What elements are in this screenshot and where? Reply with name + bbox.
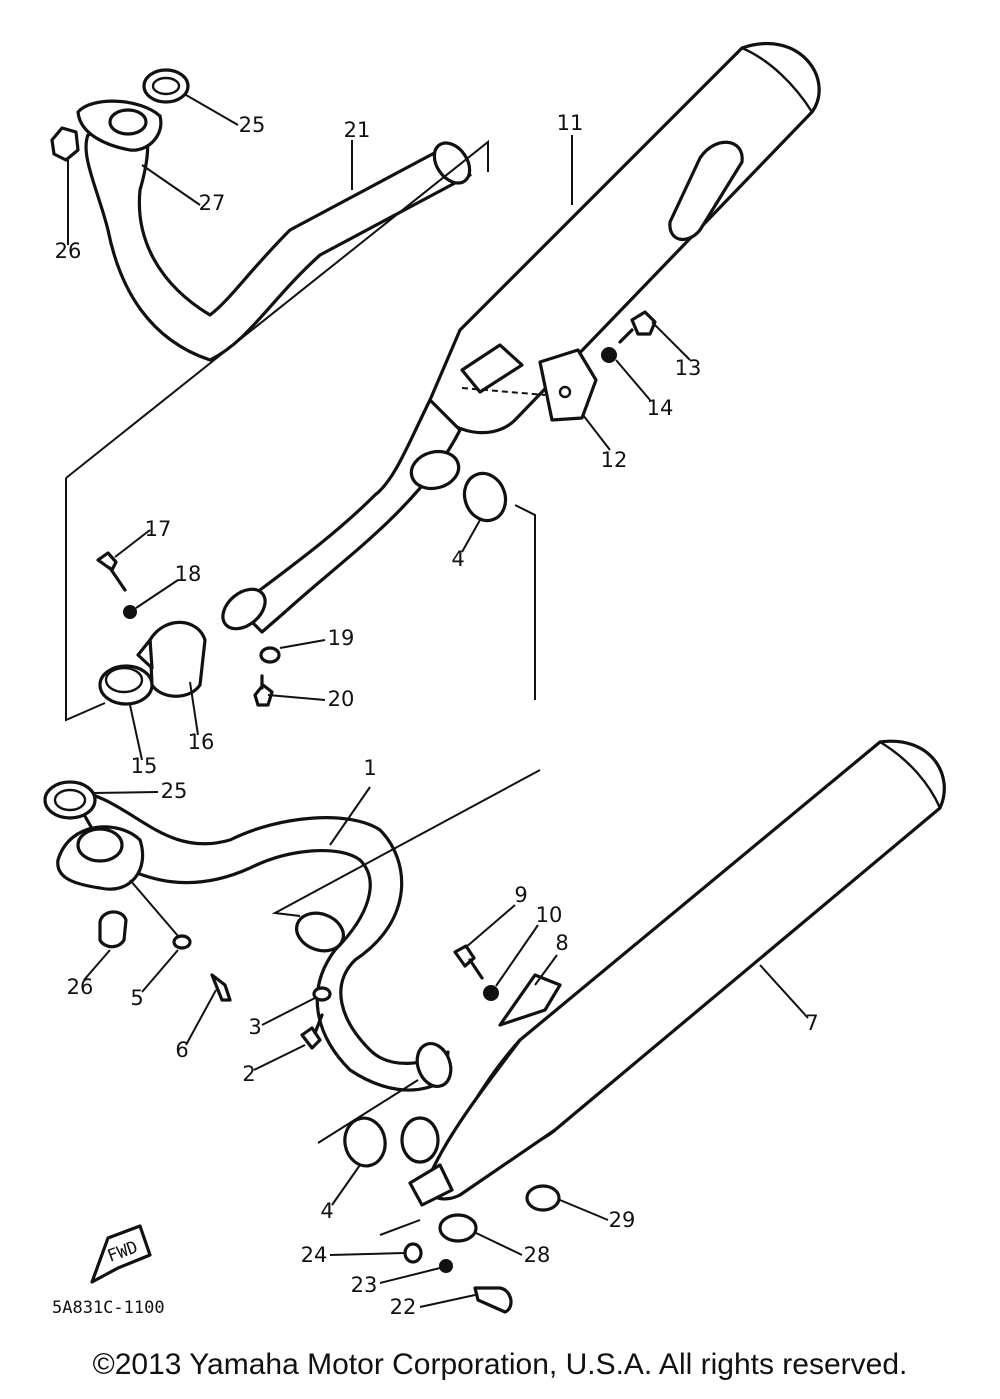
callout-c16: 16 bbox=[188, 730, 215, 754]
callout-c14: 14 bbox=[647, 396, 674, 420]
washer-3 bbox=[312, 986, 332, 1002]
callout-c25b: 25 bbox=[161, 779, 188, 803]
lower-muffler-assembly bbox=[43, 739, 946, 1314]
bolt-17 bbox=[96, 551, 127, 592]
muffler-11-pipe bbox=[238, 398, 462, 634]
callout-c3: 3 bbox=[248, 1015, 261, 1039]
callout-c17: 17 bbox=[145, 517, 172, 541]
clamp-16 bbox=[148, 620, 207, 698]
callout-c26a: 26 bbox=[55, 239, 82, 263]
muffler-11-tip bbox=[668, 140, 744, 241]
callout-c18: 18 bbox=[175, 562, 202, 586]
callout-c29: 29 bbox=[609, 1208, 636, 1232]
exhaust-pipe-1-outlet bbox=[415, 1042, 453, 1088]
muffler-7-end-cap bbox=[878, 740, 942, 810]
sleeve-4-lower bbox=[343, 1116, 387, 1168]
callout-c28: 28 bbox=[524, 1243, 551, 1267]
bracket-12 bbox=[538, 348, 598, 422]
callout-c24: 24 bbox=[301, 1243, 328, 1267]
nut-26-lower bbox=[98, 910, 128, 949]
bolt-13 bbox=[618, 310, 657, 344]
nut-26-upper bbox=[50, 126, 80, 162]
bracket-8 bbox=[498, 973, 562, 1027]
washer-5 bbox=[172, 934, 192, 950]
lower-guide-lines bbox=[129, 769, 541, 1236]
callout-c20: 20 bbox=[328, 687, 355, 711]
callout-c27: 27 bbox=[199, 191, 226, 215]
callout-c10: 10 bbox=[536, 903, 563, 927]
damper-28 bbox=[438, 1213, 478, 1243]
washer-14 bbox=[601, 347, 617, 363]
callout-c4b: 4 bbox=[320, 1199, 333, 1223]
upper-muffler-assembly bbox=[50, 41, 821, 707]
muffler-11-end-cap bbox=[740, 46, 814, 114]
exhaust-exploded-diagram: FWD 5A831C-1100 252111272613141241718192… bbox=[43, 41, 946, 1319]
damper-29 bbox=[525, 1184, 561, 1212]
callout-c4a: 4 bbox=[451, 547, 464, 571]
callout-c15: 15 bbox=[131, 754, 158, 778]
callout-c23: 23 bbox=[351, 1273, 378, 1297]
exhaust-pipe-1-inlet bbox=[295, 911, 345, 953]
washer-24 bbox=[403, 1242, 423, 1264]
sleeve-4-upper bbox=[462, 471, 508, 523]
callout-c26b: 26 bbox=[67, 975, 94, 999]
callout-c5: 5 bbox=[130, 986, 143, 1010]
exhaust-pipe-21-end bbox=[432, 141, 472, 185]
bolt-2 bbox=[300, 1013, 324, 1050]
bracket-12-hole bbox=[558, 385, 572, 399]
muffler-11-pipe-end bbox=[221, 587, 267, 631]
gasket-25-upper-inner bbox=[151, 76, 181, 96]
gasket-25-lower bbox=[43, 780, 97, 820]
callout-c22: 22 bbox=[390, 1295, 417, 1319]
nut-10 bbox=[483, 985, 499, 1001]
muffler-11-mount bbox=[460, 343, 524, 394]
nut-6 bbox=[210, 973, 232, 1002]
gasket-25-lower-inner bbox=[53, 788, 87, 812]
sleeve-15-inner bbox=[104, 666, 144, 694]
nut-23 bbox=[439, 1259, 453, 1273]
bolt-22 bbox=[473, 1286, 513, 1314]
nut-18 bbox=[123, 605, 137, 619]
callout-c11: 11 bbox=[557, 111, 584, 135]
callout-c21: 21 bbox=[344, 118, 371, 142]
bolt-9 bbox=[453, 944, 484, 980]
callout-c6: 6 bbox=[175, 1038, 188, 1062]
callout-c19: 19 bbox=[328, 626, 355, 650]
callout-c8: 8 bbox=[555, 931, 568, 955]
flange-lower-hole bbox=[76, 827, 124, 863]
exhaust-pipe-21 bbox=[84, 120, 472, 362]
muffler-7-inlet bbox=[400, 1116, 440, 1164]
callout-c7: 7 bbox=[805, 1011, 818, 1035]
washer-19 bbox=[259, 646, 281, 664]
callout-c12: 12 bbox=[601, 448, 628, 472]
drawing-code: 5A831C-1100 bbox=[52, 1298, 165, 1318]
muffler-11-side-outlet bbox=[409, 449, 461, 491]
front-direction-marker: FWD bbox=[90, 1224, 152, 1284]
callout-c2: 2 bbox=[242, 1062, 255, 1086]
copyright-notice: ©2013 Yamaha Motor Corporation, U.S.A. A… bbox=[92, 1348, 908, 1381]
callout-c13: 13 bbox=[675, 356, 702, 380]
callout-c9: 9 bbox=[514, 883, 527, 907]
flange-27-hole bbox=[108, 108, 148, 136]
bolt-20 bbox=[253, 674, 274, 707]
muffler-7-mount bbox=[408, 1163, 454, 1207]
gasket-25-upper bbox=[142, 68, 190, 104]
upper-guide-lines bbox=[65, 139, 546, 722]
clamp-16-tab bbox=[136, 638, 154, 670]
leader-lines bbox=[67, 94, 809, 1308]
exhaust-pipe-1 bbox=[68, 788, 450, 1092]
callout-c1: 1 bbox=[363, 756, 376, 780]
callout-c25a: 25 bbox=[239, 113, 266, 137]
